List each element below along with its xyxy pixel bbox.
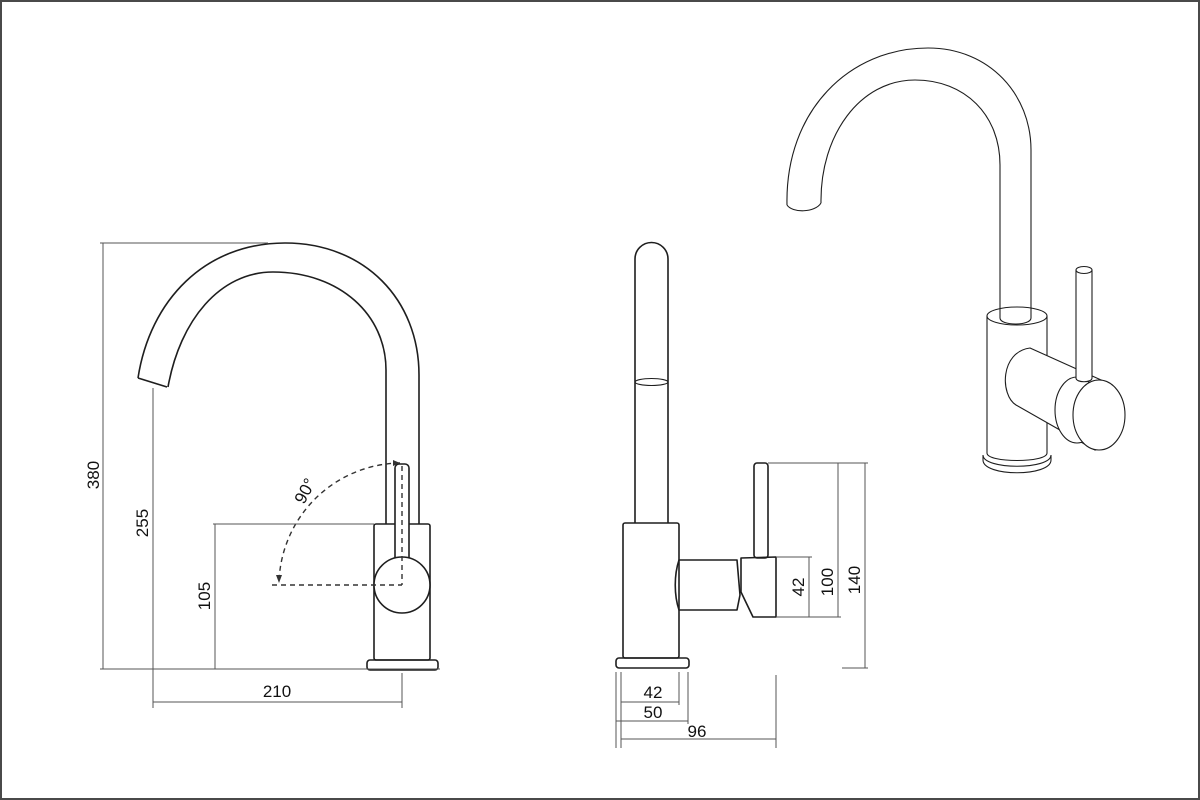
iso-lever-top bbox=[1075, 265, 1093, 275]
spout-ring bbox=[634, 377, 669, 387]
iso-spout-collar bbox=[999, 317, 1032, 325]
dim-380-label: 380 bbox=[84, 461, 103, 489]
spout-inner bbox=[167, 271, 387, 524]
side-view: 42 100 140 42 50 96 bbox=[615, 241, 868, 748]
arrowhead-icon bbox=[276, 575, 282, 583]
dim-50-label: 50 bbox=[644, 703, 663, 722]
iso-spout-inner bbox=[820, 79, 1001, 318]
iso-body-top bbox=[986, 306, 1048, 326]
dim-210-label: 210 bbox=[263, 682, 291, 701]
dim-380-line bbox=[100, 242, 440, 670]
iso-spout-outer bbox=[786, 47, 1032, 318]
dim-140-label: 140 bbox=[845, 566, 864, 594]
cartridge bbox=[674, 559, 741, 611]
dim-ext-lines bbox=[768, 462, 868, 669]
dim-100-label: 100 bbox=[818, 568, 837, 596]
handle-block bbox=[740, 556, 777, 618]
dim-42-handle-label: 42 bbox=[789, 578, 808, 597]
iso-spout-tip bbox=[786, 202, 822, 212]
spout-tube bbox=[634, 241, 669, 523]
dim-105-line bbox=[213, 523, 374, 669]
dim-42-body-label: 42 bbox=[644, 683, 663, 702]
dim-210-line bbox=[153, 673, 403, 708]
isometric-view bbox=[786, 47, 1126, 474]
spout-tip bbox=[137, 377, 168, 388]
dim-96-label: 96 bbox=[688, 722, 707, 741]
rotation-label: 90° bbox=[291, 475, 320, 507]
dim-bottom-ext bbox=[615, 672, 777, 748]
front-view: 90° 380 255 105 210 bbox=[84, 242, 440, 708]
arrowhead-icon bbox=[393, 460, 400, 466]
spout-outer bbox=[137, 242, 420, 524]
dim-105-label: 105 bbox=[195, 582, 214, 610]
tap-base bbox=[366, 659, 439, 671]
rotation-arc bbox=[278, 462, 401, 583]
iso-lever bbox=[1075, 270, 1093, 383]
dim-255-label: 255 bbox=[133, 509, 152, 537]
iso-handle-face bbox=[1072, 379, 1126, 451]
lever-side bbox=[753, 462, 769, 559]
tap-body-side bbox=[622, 522, 680, 659]
iso-base-ring bbox=[982, 452, 1052, 474]
tap-base-side bbox=[615, 657, 690, 669]
